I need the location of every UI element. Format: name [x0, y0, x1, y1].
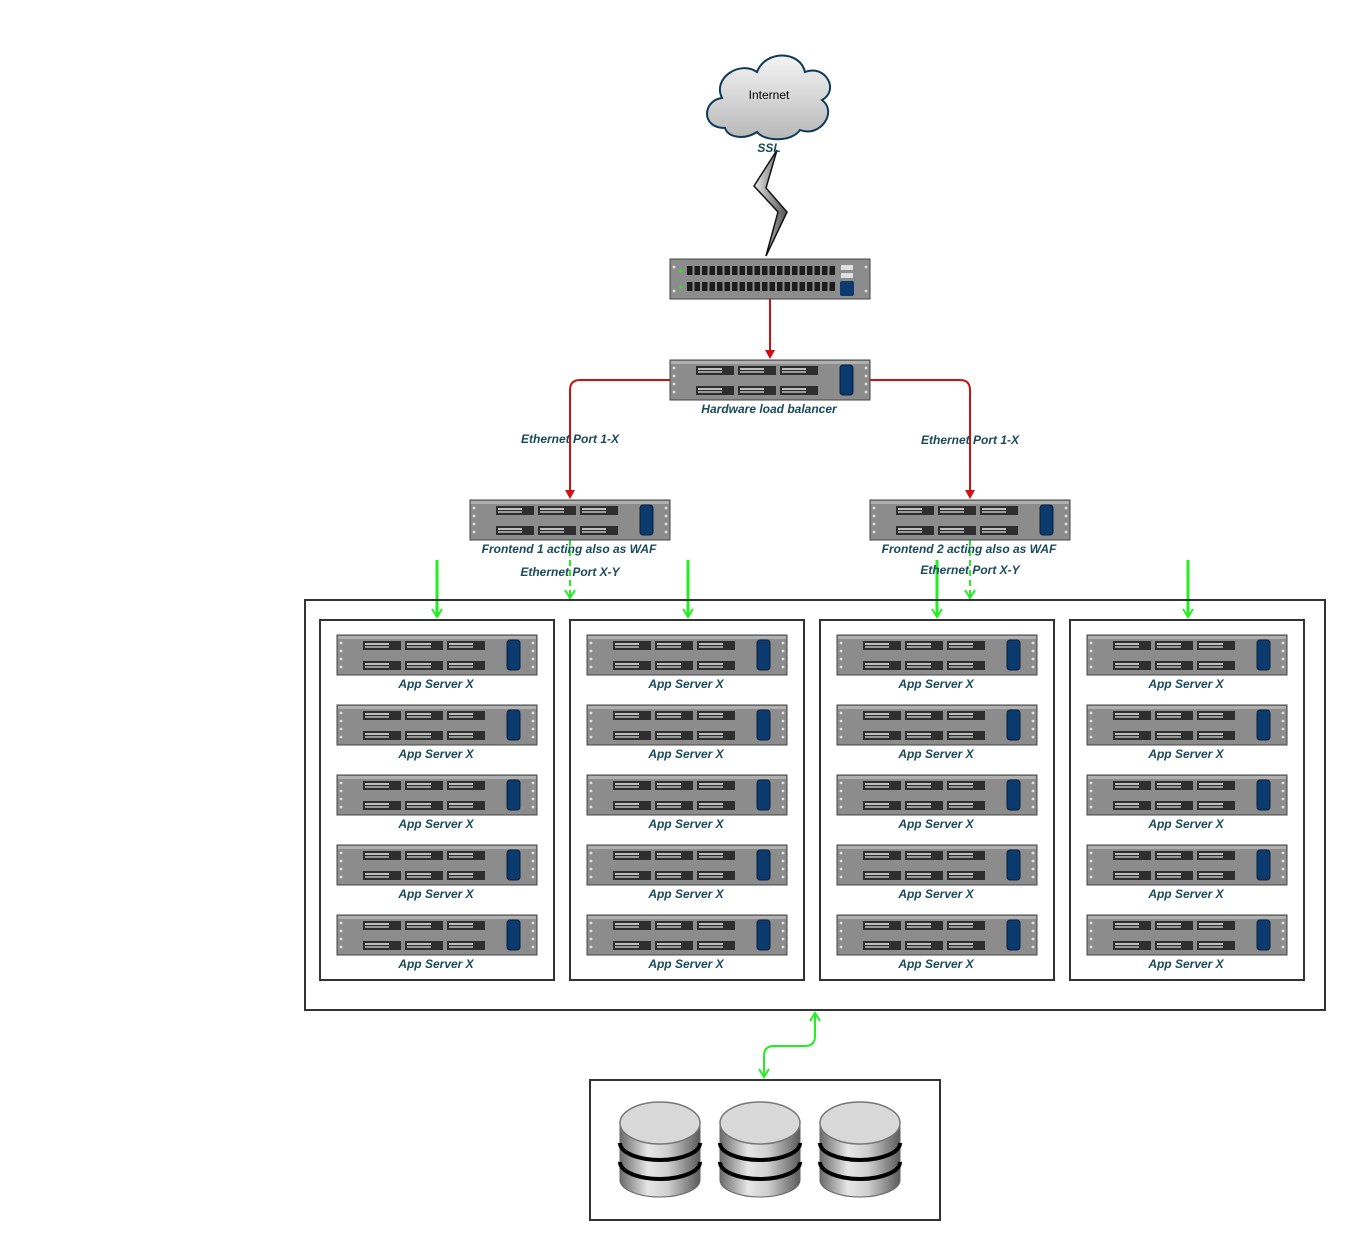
internet-label: Internet: [748, 88, 790, 102]
app-server-icon: [336, 634, 538, 676]
arrowhead-icon: [964, 589, 976, 600]
app-server-icon: [1086, 704, 1288, 746]
arrowhead-icon: [931, 608, 943, 619]
load-balancer-icon: [669, 359, 871, 401]
app-server-icon: [1086, 914, 1288, 956]
frontend1-server-icon: [469, 499, 671, 541]
frontend2-label: Frontend 2 acting also as WAF: [881, 542, 1057, 556]
app-cluster-box: [819, 619, 1055, 981]
app-server-label: App Server X: [398, 817, 474, 831]
app-server-label: App Server X: [1148, 747, 1224, 761]
app-server-label: App Server X: [1148, 957, 1224, 971]
app-server-label: App Server X: [648, 817, 724, 831]
left-ingress-port-label: Ethernet Port 1-X: [520, 432, 620, 446]
app-server-icon: [1086, 634, 1288, 676]
left-egress-port-label: Ethernet Port X-Y: [520, 565, 620, 579]
app-server-icon: [836, 704, 1038, 746]
frontend2-server-icon: [869, 499, 1071, 541]
app-server-label: App Server X: [898, 957, 974, 971]
arrowhead-icon: [431, 608, 443, 619]
database-icon: [618, 1101, 702, 1198]
app-server-icon: [336, 774, 538, 816]
arrowhead-icon: [758, 1068, 770, 1079]
right-egress-port-label: Ethernet Port X-Y: [920, 563, 1020, 577]
app-server-label: App Server X: [398, 957, 474, 971]
app-server-icon: [1086, 844, 1288, 886]
app-server-label: App Server X: [1148, 887, 1224, 901]
app-server-label: App Server X: [898, 677, 974, 691]
app-cluster-box: [319, 619, 555, 981]
database-icon: [818, 1101, 902, 1198]
load-balancer-label: Hardware load balancer: [701, 402, 837, 416]
app-server-label: App Server X: [1148, 817, 1224, 831]
arrowhead-icon: [965, 490, 975, 499]
network-switch-icon: [669, 258, 871, 300]
app-server-label: App Server X: [898, 747, 974, 761]
app-server-label: App Server X: [898, 817, 974, 831]
green-links: [431, 540, 1194, 1079]
app-server-icon: [836, 634, 1038, 676]
app-server-icon: [836, 844, 1038, 886]
arrowhead-icon: [682, 608, 694, 619]
internet-cloud-icon: [706, 54, 832, 141]
app-cluster-box: [1069, 619, 1305, 981]
red-arrowheads: [565, 350, 975, 499]
arrowhead-icon: [765, 350, 775, 359]
app-server-icon: [336, 844, 538, 886]
app-server-icon: [586, 704, 788, 746]
app-server-icon: [836, 914, 1038, 956]
app-server-label: App Server X: [648, 747, 724, 761]
app-cluster-box: [569, 619, 805, 981]
app-server-label: App Server X: [648, 957, 724, 971]
app-server-label: App Server X: [398, 887, 474, 901]
lb-to-frontend2-link: [870, 379, 971, 492]
app-server-icon: [586, 634, 788, 676]
app-server-label: App Server X: [398, 677, 474, 691]
app-server-label: App Server X: [398, 747, 474, 761]
database-box: [589, 1079, 941, 1221]
app-server-icon: [586, 844, 788, 886]
app-server-label: App Server X: [648, 887, 724, 901]
frontend1-label: Frontend 1 acting also as WAF: [481, 542, 657, 556]
database-icon: [718, 1101, 802, 1198]
app-server-icon: [336, 914, 538, 956]
app-server-icon: [586, 914, 788, 956]
app-server-label: App Server X: [898, 887, 974, 901]
arrowhead-icon: [564, 589, 576, 600]
app-server-label: App Server X: [648, 677, 724, 691]
arrowhead-icon: [809, 1011, 821, 1022]
ssl-label: SSL: [757, 141, 781, 155]
app-server-farm-box: [304, 599, 1326, 1011]
red-links: [569, 299, 971, 492]
arrowhead-icon: [565, 490, 575, 499]
ssl-lightning-icon: [753, 149, 788, 257]
app-server-icon: [1086, 774, 1288, 816]
app-server-icon: [836, 774, 1038, 816]
lb-to-frontend1-link: [569, 379, 670, 492]
right-ingress-port-label: Ethernet Port 1-X: [920, 433, 1020, 447]
app-server-label: App Server X: [1148, 677, 1224, 691]
app-server-icon: [586, 774, 788, 816]
arrowhead-icon: [1182, 608, 1194, 619]
app-server-icon: [336, 704, 538, 746]
